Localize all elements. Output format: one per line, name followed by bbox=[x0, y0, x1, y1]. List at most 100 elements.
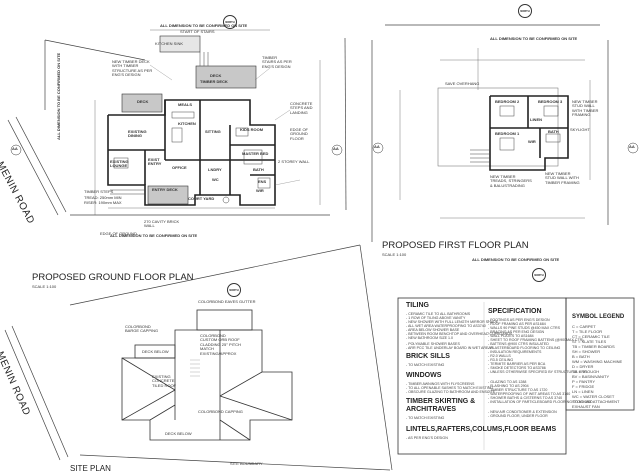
room-court-yard: COURT YARD bbox=[188, 196, 215, 201]
first-plan-title: PROPOSED FIRST FLOOR PLAN bbox=[382, 240, 529, 251]
kitchen-sink-deck bbox=[159, 35, 201, 53]
first-room-linen: LINEN bbox=[530, 117, 542, 122]
spec-heading-windows: WINDOWS bbox=[406, 372, 442, 379]
first-overhang bbox=[437, 87, 559, 167]
room-existing-lounge: EXISTING LOUNGE bbox=[110, 159, 129, 169]
site-label-roof-cladding: COLORBOND CUSTOM ORB ROOF CLADDING 25° P… bbox=[200, 333, 241, 356]
ground-floor-plan bbox=[94, 29, 321, 215]
spec-tiling-1: - 1 ROW OF TILING ABOVE VANITY bbox=[406, 316, 466, 320]
note-timber-steps: TIMBER STEPS bbox=[84, 189, 114, 194]
first-outer-wall bbox=[489, 95, 569, 171]
first-dim-note-bottom: ALL DIMENSION TO BE CONFIRMED ON SITE bbox=[472, 257, 560, 262]
spec-spec-0: - FOOTINGS AS PER ENG'S DESIGN bbox=[488, 318, 550, 322]
entry-deck-shaded bbox=[147, 185, 189, 205]
note-timber-stairs: TIMBER STAIRS AS PER ENG'S DESIGN bbox=[262, 55, 292, 69]
spec-spec-13: - UNLESS OTHERWISE SPECIFIED BY STRUCTUR… bbox=[488, 370, 588, 374]
leader-4 bbox=[274, 179, 301, 186]
room-ens: ENS bbox=[258, 179, 267, 184]
room-deck-left: DECK bbox=[137, 99, 149, 104]
legend-line-4: TB = TIMBER BOARDS bbox=[572, 344, 615, 349]
spec-spec-5: - SHEET TO ROOF FRAMING BATTENS (@900MAX… bbox=[488, 338, 584, 342]
spec-heading-lintels: LINTELS,RAFTERS,COLUMS,FLOOR BEAMS bbox=[406, 426, 557, 433]
deck-left-shaded bbox=[121, 93, 163, 113]
legend-line-12: F = FRIDGE bbox=[572, 384, 595, 389]
spec-brick-2: - TO MATCH EXISTING bbox=[406, 363, 445, 367]
symbol-legend-box bbox=[565, 297, 635, 411]
roof-hip-2 bbox=[121, 389, 176, 421]
north-arrow-site: NORTH bbox=[227, 283, 241, 297]
ensuite-fixture bbox=[257, 177, 271, 189]
spec-heading-specification: SPECIFICATION bbox=[488, 308, 542, 315]
site-label-deck-below: DECK BELOW bbox=[142, 349, 169, 354]
first-note-stud-wall: NEW TIMBER STUD WALL WITH TIMBER FRAMING bbox=[545, 171, 580, 185]
note-kitchen-sink: KITCHEN SINK bbox=[155, 41, 184, 46]
site-label-boundary: SITE BOUNDARY bbox=[230, 461, 263, 466]
ground-site-boundary-top bbox=[44, 39, 146, 61]
leader-1 bbox=[149, 64, 173, 81]
room-timber-deck: TIMBER DECK bbox=[200, 79, 228, 84]
note-riser: RISER: 190mm MAX bbox=[84, 200, 122, 205]
bath-fixture bbox=[545, 133, 561, 143]
legend-line-7: WM = WASHING MACHINE bbox=[572, 359, 623, 364]
legend-line-9: TR = TROUGH bbox=[572, 369, 600, 374]
road-edge-top-2 bbox=[15, 116, 67, 213]
kitchen-bench bbox=[171, 111, 195, 119]
spec-spec-17: - WATERPROOFING OF WET AREAS TO AS 3740 bbox=[488, 392, 571, 396]
spec-windows-1: - TO ALL OPENABLE SASHES TO MATCH EXISTI… bbox=[406, 386, 494, 390]
spec-spec-6: - BATTENS @900 CTRS INSULATED bbox=[488, 342, 549, 346]
ground-boundary-right bbox=[344, 37, 347, 211]
spec-tiling-6: - NEW BATHROOM SIZE 1.0 bbox=[406, 336, 454, 340]
spec-brick-1: - ARR PCC TILE UNDERLAY BOARD IN WET ARE… bbox=[406, 346, 494, 350]
first-note-overhang: SAVE OVERHANG bbox=[445, 81, 480, 86]
ground-plan-scale: SCALE 1:100 bbox=[32, 284, 57, 289]
first-room-wir: WIR bbox=[528, 139, 536, 144]
section-tag-ground-right: AA bbox=[333, 146, 339, 151]
site-label-capping: COLORBOND CAPPING bbox=[198, 409, 243, 414]
ground-outer-wall bbox=[107, 99, 276, 206]
spec-heading-timber-skirting: TIMBER SKIRTING & ARCHITRAVES bbox=[406, 398, 476, 413]
spec-spec-12: - SMOKE DETECTORS TO AS3786 bbox=[488, 366, 546, 370]
room-bath: BATH bbox=[253, 167, 264, 172]
site-roof-plan bbox=[121, 309, 293, 441]
legend-line-13: LN = LINEN bbox=[572, 389, 594, 394]
legend-line-1: T = TILE FLOOR bbox=[572, 329, 603, 334]
site-boundaries bbox=[4, 24, 609, 471]
north-arrow-first: NORTH bbox=[518, 4, 532, 18]
road-edge-bottom bbox=[4, 329, 61, 461]
site-boundary-right bbox=[359, 244, 393, 471]
room-wir: WIR bbox=[256, 188, 264, 193]
north-arrow-first-bottom: NORTH bbox=[532, 268, 546, 282]
spec-spec-11: - TERMITE BARRIER AS PER BCA bbox=[488, 362, 546, 366]
legend-line-0: C = CARPET bbox=[572, 324, 596, 329]
legend-line-6: B = BATH bbox=[572, 354, 590, 359]
note-new-timber-deck: NEW TIMBER DECK WITH TIMBER STRUCTURE AS… bbox=[112, 59, 153, 78]
note-cavity-brick: 270 CAVITY BRICK WALL bbox=[144, 219, 180, 229]
legend-line-2: CT = CERAMIC TILE bbox=[572, 334, 610, 339]
room-exist-entry: EXIST ENTRY bbox=[148, 157, 162, 167]
spec-spec-14: - GLAZING TO AS 1288 bbox=[488, 380, 527, 384]
ground-plan-title: PROPOSED GROUND FLOOR PLAN bbox=[32, 272, 194, 283]
bed-2 bbox=[499, 105, 515, 117]
room-laundry: LNDRY bbox=[208, 167, 222, 172]
first-note-timber-treads: NEW TIMBER TREADS, STRINGERS & BALUSTRAD… bbox=[490, 174, 532, 188]
spec-spec-1: - ROOF FRAMING AS PER AS1684 bbox=[488, 322, 546, 326]
spec-spec-21: - GROUND FLOOR, UNDER FLOOR bbox=[488, 414, 548, 418]
section-tag-first-right: AA bbox=[629, 144, 635, 149]
room-kitchen: KITCHEN bbox=[178, 121, 196, 126]
room-office: OFFICE bbox=[172, 165, 187, 170]
section-marker-first-left bbox=[372, 142, 384, 154]
note-edge-ground: EDGE OF GROUND bbox=[100, 231, 137, 236]
roof-deck-left bbox=[134, 344, 176, 359]
bed-master bbox=[243, 149, 263, 165]
spec-windows-0: - TIMBER AWNINGS WITH FLYSCREENS bbox=[406, 382, 475, 386]
spec-windows-2: - OBSCURE GLAZING TO BATHROOM AND ENSUIT… bbox=[406, 390, 496, 394]
room-meals: MEALS bbox=[178, 102, 192, 107]
spec-heading-tiling: TILING bbox=[406, 302, 429, 309]
roof-deck-top bbox=[196, 309, 253, 331]
first-plan-scale: SCALE 1:100 bbox=[382, 252, 407, 257]
roof-hip-3 bbox=[219, 371, 263, 397]
spec-spec-18: - SHOWER BATHS & CISTERNS TO AS 3740 bbox=[488, 396, 563, 400]
section-marker-first-right bbox=[627, 142, 639, 154]
